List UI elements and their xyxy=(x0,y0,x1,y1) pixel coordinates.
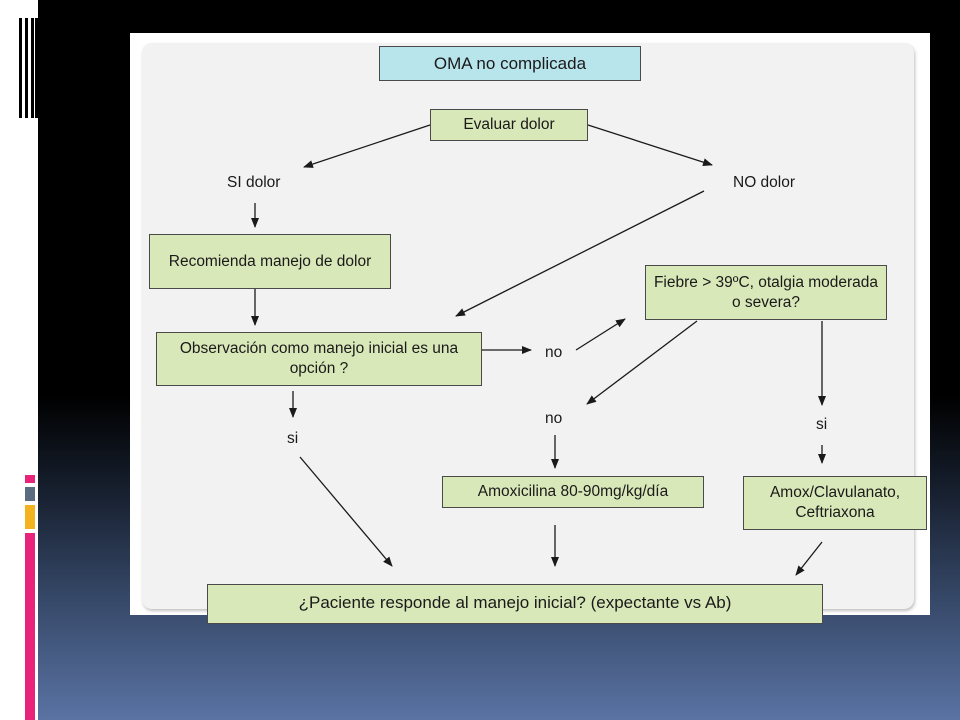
arrow-no-dolor-to-observacion xyxy=(455,190,705,317)
arrow-no-to-fiebre xyxy=(575,318,626,351)
node-observacion: Observación como manejo inicial es una o… xyxy=(156,332,482,386)
node-amoxicilina: Amoxicilina 80-90mg/kg/día xyxy=(442,476,704,508)
label-no-fiebre: no xyxy=(545,410,563,427)
label-si-observacion: si xyxy=(287,430,299,447)
flowchart-figure: OMA no complicada Evaluar dolor Recomien… xyxy=(130,33,930,624)
flowchart-arrows xyxy=(251,124,826,576)
node-fiebre: Fiebre > 39ºC, otalgia moderada o severa… xyxy=(645,265,887,320)
node-paciente-responde: ¿Paciente responde al manejo inicial? (e… xyxy=(207,584,823,624)
label-no-observacion: no xyxy=(545,344,563,361)
node-amox-clavulanato: Amox/Clavulanato, Ceftriaxona xyxy=(743,476,927,530)
node-evaluar-dolor: Evaluar dolor xyxy=(430,109,588,141)
label-no-dolor: NO dolor xyxy=(733,174,796,191)
arrow-evaluar-to-si-dolor xyxy=(303,124,431,168)
title-node: OMA no complicada xyxy=(379,46,641,81)
decorative-bars-top xyxy=(19,18,38,118)
arrow-amox-clav-to-responde xyxy=(795,541,823,576)
label-si-fiebre: si xyxy=(816,416,828,433)
node-recomienda-manejo: Recomienda manejo de dolor xyxy=(149,234,391,289)
arrow-si-to-responde xyxy=(299,456,393,567)
label-si-dolor: SI dolor xyxy=(227,174,281,191)
arrow-fiebre-to-no xyxy=(586,320,698,405)
decorative-bars-bottom xyxy=(25,475,35,720)
arrow-evaluar-to-no-dolor xyxy=(587,124,713,167)
